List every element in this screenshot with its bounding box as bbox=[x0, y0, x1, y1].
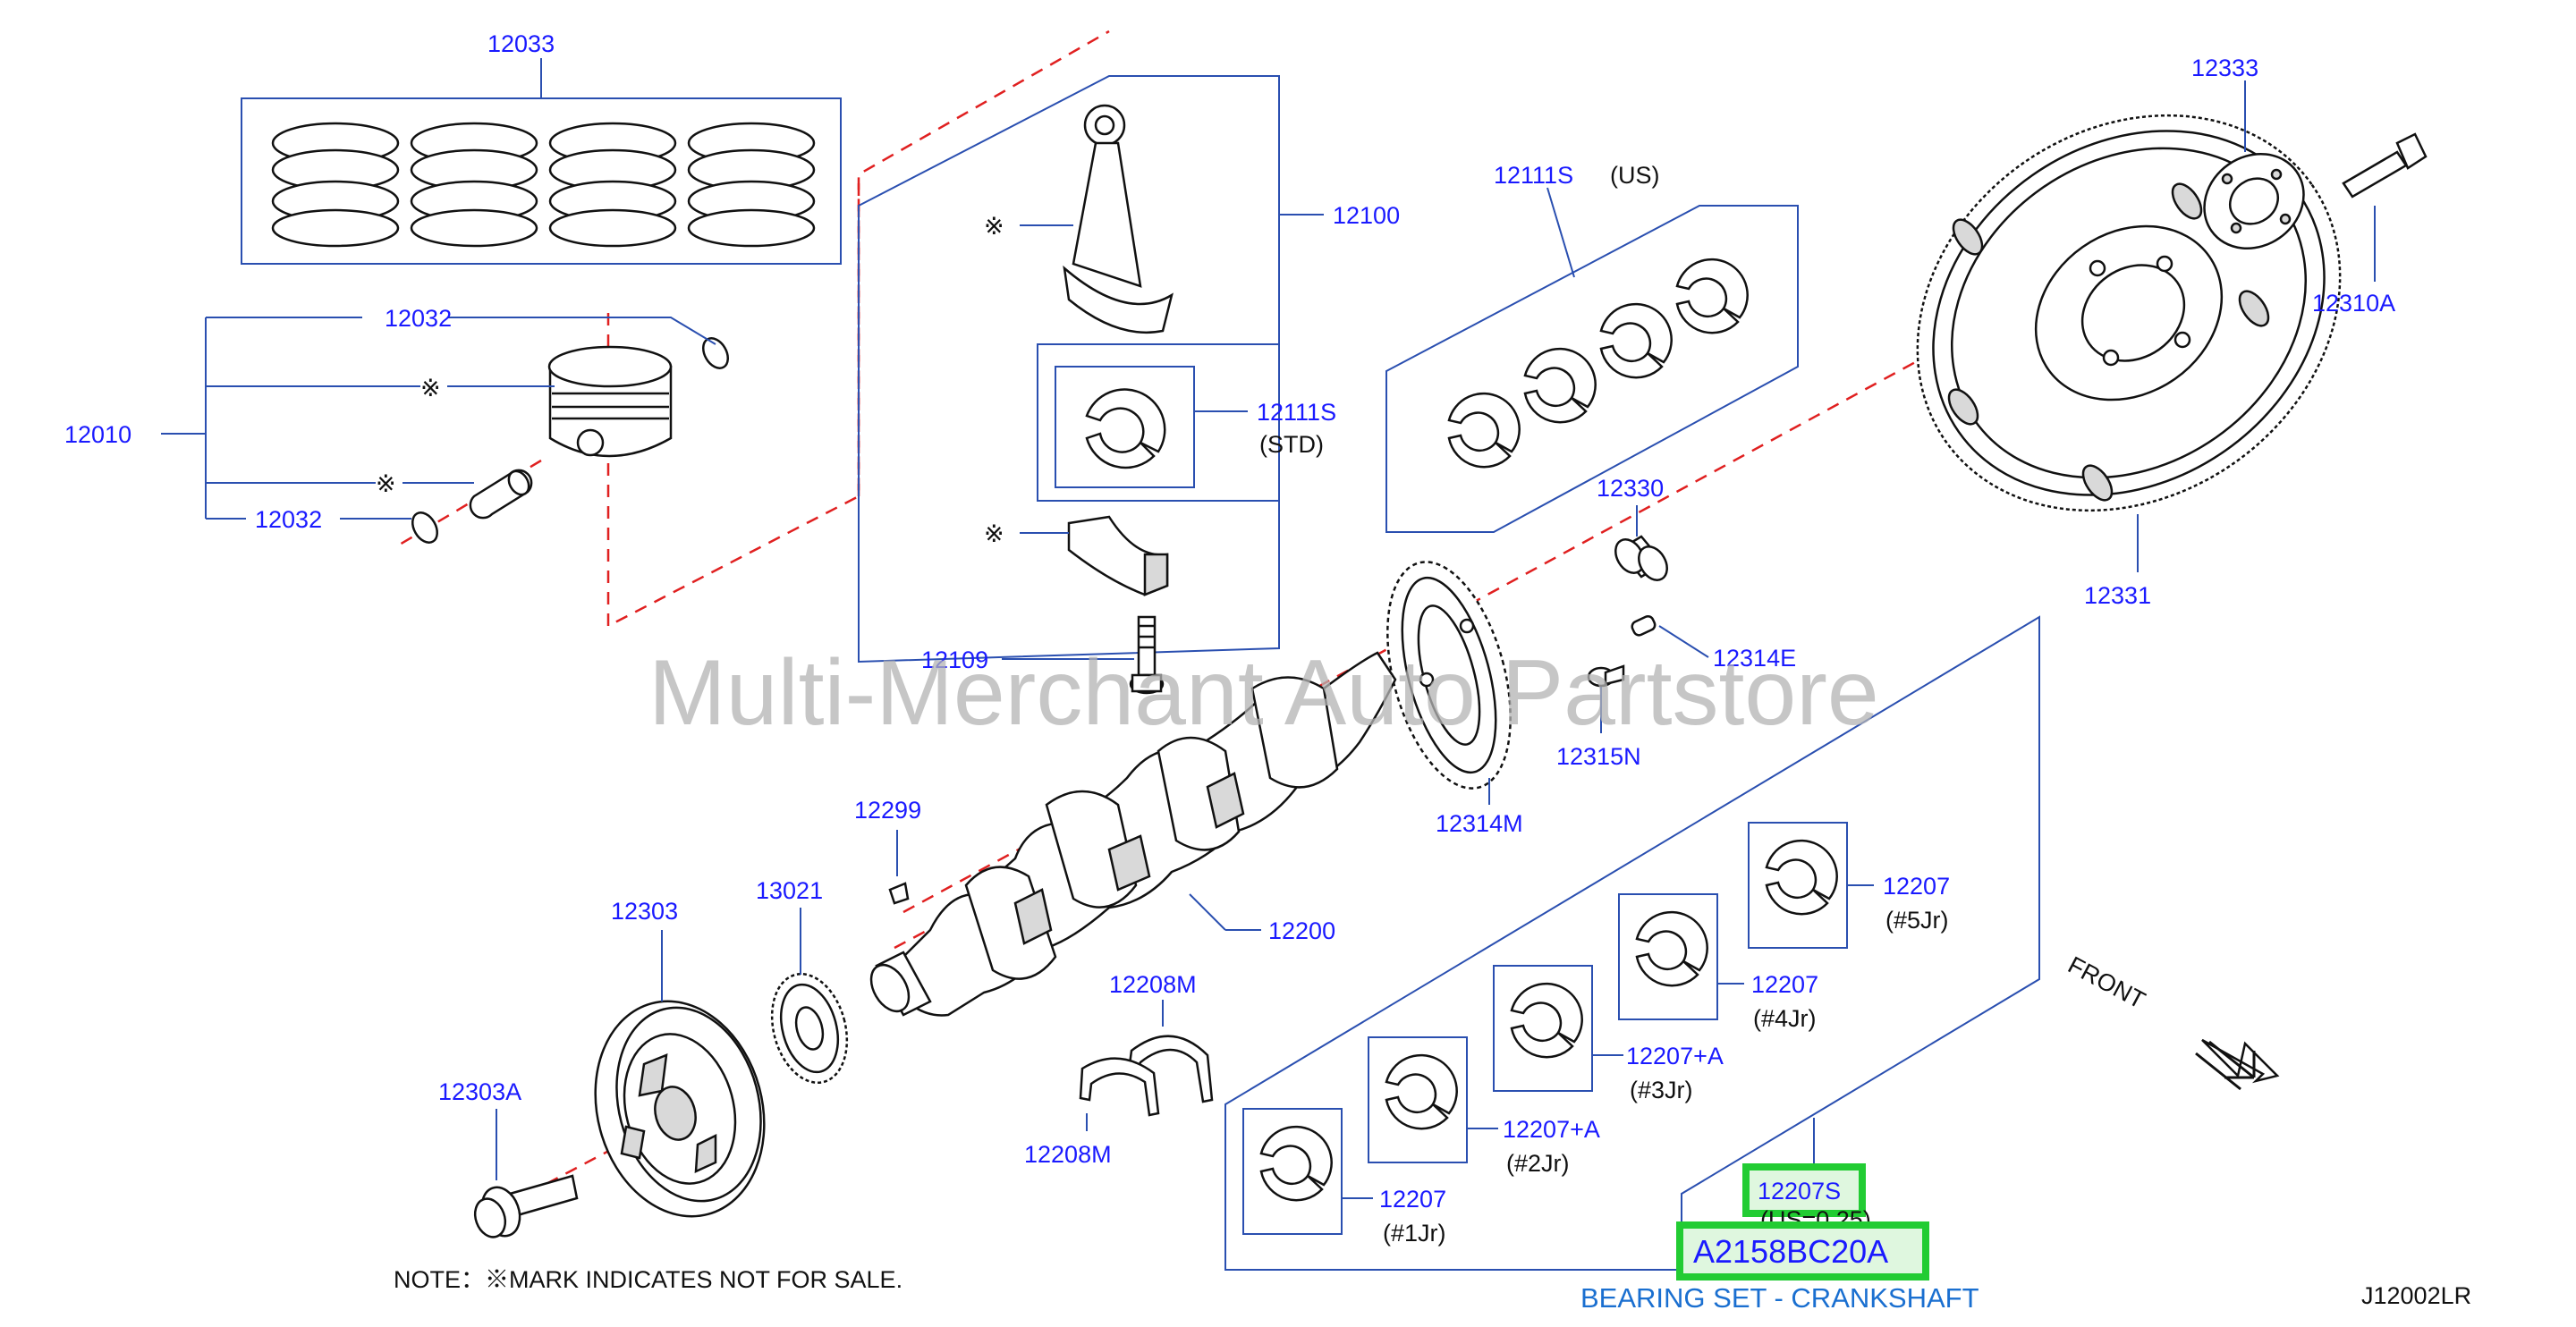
label-12299[interactable]: 12299 bbox=[854, 797, 921, 824]
highlight-part-box[interactable] bbox=[1742, 1163, 1866, 1217]
dowel-pin[interactable] bbox=[1631, 614, 1657, 637]
label-12111s-std[interactable]: 12111S bbox=[1257, 399, 1336, 426]
main-bearing-5[interactable] bbox=[1765, 839, 1838, 916]
main-bearing-3[interactable] bbox=[1510, 982, 1583, 1059]
small-parts-group: 12330 12314E 12315N 12314M bbox=[1365, 475, 1796, 837]
crank-sprocket[interactable] bbox=[760, 966, 858, 1091]
label-12207a-3[interactable]: 12207+A bbox=[1626, 1043, 1724, 1069]
rod-bearing-us-4[interactable] bbox=[1675, 258, 1749, 334]
label-12111s-us[interactable]: 12111S bbox=[1494, 162, 1573, 189]
piston-ring-set-2[interactable] bbox=[410, 122, 538, 248]
label-12333[interactable]: 12333 bbox=[2191, 55, 2258, 81]
label-12314m[interactable]: 12314M bbox=[1436, 810, 1523, 837]
footnote: NOTE：※MARK INDICATES NOT FOR SALE. bbox=[394, 1266, 902, 1293]
label-12033[interactable]: 12033 bbox=[487, 30, 555, 57]
not-for-sale-mark-pin: ※ bbox=[376, 470, 396, 497]
upper-bearings-frame bbox=[1385, 205, 1799, 533]
us-note: (US) bbox=[1610, 162, 1660, 189]
piston-ring-set-1[interactable] bbox=[271, 122, 400, 248]
journal-3-note: (#3Jr) bbox=[1630, 1077, 1693, 1103]
front-indicator: FRONT bbox=[2063, 951, 2280, 1091]
main-bearing-4[interactable] bbox=[1635, 910, 1708, 987]
journal-5-note: (#5Jr) bbox=[1885, 907, 1949, 934]
piston-rings-group: 12033 bbox=[241, 30, 842, 265]
main-bearing-2[interactable] bbox=[1385, 1053, 1458, 1130]
label-12100[interactable]: 12100 bbox=[1333, 202, 1400, 229]
thrust-washers-group: 12208M 12208M bbox=[1024, 971, 1214, 1168]
label-12109[interactable]: 12109 bbox=[921, 647, 988, 673]
main-bearings-frame bbox=[1224, 615, 2040, 1271]
rod-bearing-std[interactable] bbox=[1085, 388, 1166, 469]
thrust-washer-lower[interactable] bbox=[1079, 1057, 1160, 1117]
label-12310a[interactable]: 12310A bbox=[2312, 290, 2395, 317]
connecting-rod-frame bbox=[858, 75, 1280, 664]
highlight-part-number[interactable]: 12207S bbox=[1758, 1178, 1841, 1204]
journal-4-note: (#4Jr) bbox=[1753, 1005, 1817, 1032]
reinforcement-plate-group: 12333 12310A bbox=[2186, 55, 2428, 317]
reinforcement-plate[interactable] bbox=[2186, 135, 2322, 267]
label-12330[interactable]: 12330 bbox=[1597, 475, 1664, 502]
label-12200[interactable]: 12200 bbox=[1268, 917, 1335, 944]
label-12314e[interactable]: 12314E bbox=[1713, 645, 1796, 672]
drive-plate-group: 12331 bbox=[1916, 114, 2342, 609]
crank-pulley-bolt[interactable] bbox=[470, 1174, 579, 1241]
pilot-bushing[interactable] bbox=[1610, 535, 1673, 586]
thrust-washer-upper[interactable] bbox=[1127, 1035, 1214, 1103]
highlight-oem-box[interactable] bbox=[1676, 1221, 1929, 1281]
crank-pulley[interactable] bbox=[572, 982, 788, 1235]
signal-plate[interactable] bbox=[1365, 548, 1532, 801]
label-12207-5[interactable]: 12207 bbox=[1883, 873, 1950, 900]
label-12032-top[interactable]: 12032 bbox=[385, 305, 452, 332]
woodruff-key[interactable] bbox=[888, 882, 910, 905]
front-label: FRONT bbox=[2063, 951, 2149, 1014]
drive-plate-bolt[interactable] bbox=[2342, 132, 2428, 199]
not-for-sale-mark-rod: ※ bbox=[984, 213, 1004, 240]
front-arrow-icon bbox=[2195, 1038, 2280, 1091]
journal-2-note: (#2Jr) bbox=[1506, 1150, 1570, 1177]
crankshaft-group: 12200 12299 bbox=[854, 651, 1397, 1018]
label-12208m-top[interactable]: 12208M bbox=[1109, 971, 1197, 998]
piston-assembly-group: ※ ※ 12032 12010 12032 bbox=[64, 305, 733, 546]
rod-bearing-us-3[interactable] bbox=[1599, 302, 1673, 379]
highlight-oem-number[interactable]: A2158BC20A bbox=[1693, 1233, 1888, 1270]
label-12207-1[interactable]: 12207 bbox=[1379, 1186, 1446, 1213]
piston-ring-set-4[interactable] bbox=[687, 122, 816, 248]
piston[interactable] bbox=[547, 345, 673, 458]
crankshaft[interactable] bbox=[863, 651, 1397, 1018]
label-12303[interactable]: 12303 bbox=[611, 898, 678, 925]
label-12207a-2[interactable]: 12207+A bbox=[1503, 1116, 1600, 1143]
journal-1-note: (#1Jr) bbox=[1383, 1220, 1446, 1247]
watermark: Multi-Merchant Auto Partstore bbox=[648, 641, 1879, 745]
label-13021[interactable]: 13021 bbox=[756, 877, 823, 904]
label-12207-4[interactable]: 12207 bbox=[1751, 971, 1818, 998]
label-12208m-bottom[interactable]: 12208M bbox=[1024, 1141, 1112, 1168]
main-bearings-group: 12207 (#5Jr) 12207 (#4Jr) 12207+A (#3Jr)… bbox=[1224, 615, 2040, 1271]
connecting-rod-bolt[interactable] bbox=[1129, 615, 1165, 695]
highlight-callout: 12207S (US=0.25) A2158BC20A BEARING SET … bbox=[1580, 1163, 1979, 1314]
main-bearing-1[interactable] bbox=[1259, 1125, 1333, 1202]
upper-bearings-group: 12111S (US) bbox=[1385, 162, 1799, 533]
rod-bearing-us-2[interactable] bbox=[1523, 347, 1597, 424]
not-for-sale-mark-cap: ※ bbox=[984, 520, 1004, 547]
snap-ring-top[interactable] bbox=[699, 334, 733, 372]
not-for-sale-mark-piston: ※ bbox=[420, 375, 441, 401]
label-12315n[interactable]: 12315N bbox=[1556, 743, 1641, 770]
piston-ring-set-3[interactable] bbox=[548, 122, 677, 248]
highlight-description: BEARING SET - CRANKSHAFT bbox=[1580, 1282, 1979, 1314]
label-12010[interactable]: 12010 bbox=[64, 421, 131, 448]
snap-ring-bottom[interactable] bbox=[408, 508, 443, 546]
connecting-rod-group: ※ 12100 12111S (STD) ※ 12109 bbox=[858, 75, 1400, 695]
piston-pin[interactable] bbox=[469, 468, 533, 520]
label-12331[interactable]: 12331 bbox=[2084, 582, 2151, 609]
rod-bearing-us-1[interactable] bbox=[1447, 392, 1521, 469]
std-note: (STD) bbox=[1259, 431, 1324, 458]
label-12303a[interactable]: 12303A bbox=[438, 1078, 521, 1105]
label-12032-bottom[interactable]: 12032 bbox=[255, 506, 322, 533]
front-parts-group: 13021 12303 12303A bbox=[438, 877, 858, 1241]
connecting-rod[interactable] bbox=[1063, 104, 1174, 334]
signal-plate-bolt[interactable] bbox=[1587, 664, 1625, 688]
diagram-code: J12002LR bbox=[2361, 1282, 2471, 1309]
connecting-rod-cap[interactable] bbox=[1067, 515, 1169, 596]
